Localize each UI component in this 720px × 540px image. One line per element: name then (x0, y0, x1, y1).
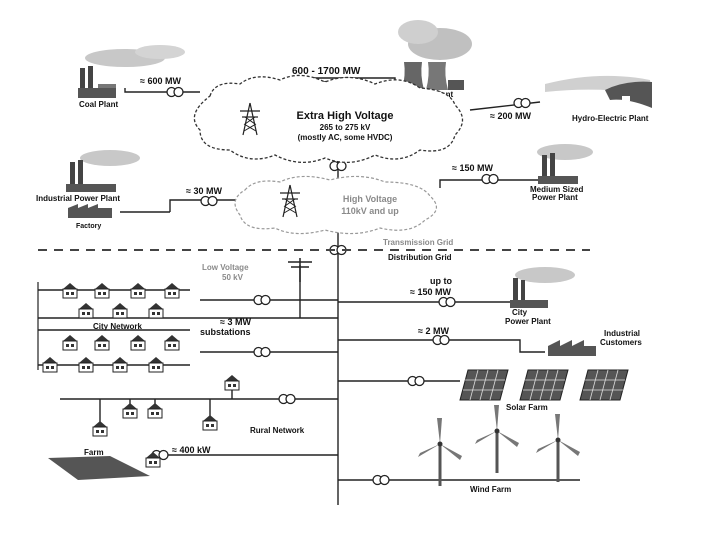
industrial-plant-power: ≈ 30 MW (186, 186, 222, 196)
solar-panel-1 (459, 369, 509, 401)
nuclear-plant-power: 600 - 1700 MW (292, 66, 361, 77)
coal-plant: Coal Plant ≈ 600 MW (78, 45, 185, 109)
farm-power: ≈ 400 kW (172, 445, 211, 455)
ehv-cloud: Extra High Voltage 265 to 275 kV (mostly… (193, 74, 464, 163)
industrial-customers-label-2: Customers (600, 338, 642, 347)
substations-label: substations (200, 327, 251, 337)
hv-title: High Voltage (343, 194, 397, 204)
hydro-plant-label: Hydro-Electric Plant (572, 114, 649, 123)
hydro-plant: Hydro-Electric Plant ≈ 200 MW (490, 75, 652, 123)
ehv-note: (mostly AC, some HVDC) (298, 133, 393, 142)
city-network-label: City Network (93, 322, 142, 331)
wind-farm-label: Wind Farm (470, 485, 511, 494)
low-voltage: Low Voltage 50 kV (202, 258, 312, 282)
transmission-grid-label: Transmission Grid (383, 238, 453, 247)
hv-cloud: High Voltage 110kV and up (234, 175, 437, 235)
substations-power: ≈ 3 MW (220, 317, 251, 327)
solar-farm: Solar Farm (459, 369, 629, 412)
city-plant-power-2: ≈ 150 MW (410, 287, 451, 297)
transformer-medium (481, 173, 499, 185)
distribution-grid-label: Distribution Grid (388, 253, 452, 262)
factory: Factory (68, 204, 112, 230)
transformer-coal (166, 86, 184, 98)
transformer-industrial (200, 195, 218, 207)
industrial-customers-power: ≈ 2 MW (418, 326, 449, 336)
factory-label: Factory (76, 223, 101, 230)
city-plant-label-2: Power Plant (505, 317, 551, 326)
coal-plant-power: ≈ 600 MW (140, 76, 181, 86)
medium-plant-power: ≈ 150 MW (452, 163, 493, 173)
industrial-power-plant: Industrial Power Plant ≈ 30 MW (36, 150, 222, 203)
grid-divider: Transmission Grid Distribution Grid (38, 238, 590, 262)
wind-farm: Wind Farm (416, 403, 582, 494)
hydro-plant-power: ≈ 200 MW (490, 111, 531, 121)
farm: Farm ≈ 400 kW (48, 445, 211, 480)
wind-turbine-2 (473, 403, 521, 475)
transformer-solar (407, 375, 425, 387)
industrial-customers: ≈ 2 MW Industrial Customers (418, 326, 642, 356)
city-row-1 (62, 282, 180, 319)
low-voltage-label: Low Voltage (202, 263, 249, 272)
hv-range: 110kV and up (341, 206, 399, 216)
wind-turbine-1 (416, 416, 464, 488)
transformer-hydro (513, 97, 531, 109)
solar-panel-2 (519, 369, 569, 401)
industrial-plant-label: Industrial Power Plant (36, 194, 120, 203)
farm-label: Farm (84, 448, 104, 457)
transformer-industrial-customers (432, 334, 450, 346)
city-network: City Network (37, 282, 180, 373)
rural-network-label: Rural Network (250, 426, 305, 435)
solar-panel-3 (579, 369, 629, 401)
rural-network: Rural Network (92, 374, 305, 437)
city-power-plant: up to ≈ 150 MW City Power Plant (410, 267, 575, 326)
transformer-city-plant (438, 296, 456, 308)
city-plant-label-1: City (512, 308, 528, 317)
transformer-wind (372, 474, 390, 486)
transformer-city-2 (253, 346, 271, 358)
coal-plant-label: Coal Plant (79, 100, 118, 109)
ehv-title: Extra High Voltage (297, 110, 394, 122)
transformer-city-1 (253, 294, 271, 306)
substations: ≈ 3 MW substations (200, 317, 251, 337)
medium-plant-label-2: Power Plant (532, 193, 578, 202)
city-row-2 (42, 334, 180, 373)
city-plant-power-1: up to (430, 276, 452, 286)
industrial-customers-label-1: Industrial (604, 329, 640, 338)
transformer-rural (278, 393, 296, 405)
wind-turbine-3 (534, 412, 582, 484)
low-voltage-value: 50 kV (222, 273, 244, 282)
medium-power-plant: Medium Sized Power Plant ≈ 150 MW (452, 144, 593, 202)
solar-farm-label: Solar Farm (506, 403, 548, 412)
ehv-range: 265 to 275 kV (320, 123, 371, 132)
medium-plant-label-1: Medium Sized (530, 185, 583, 194)
